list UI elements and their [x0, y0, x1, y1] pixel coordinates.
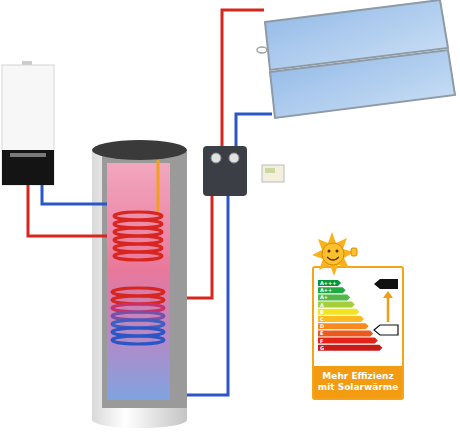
tank-interior	[107, 163, 170, 400]
pipe	[187, 196, 228, 395]
gauge	[211, 153, 221, 163]
collector-sensor	[257, 47, 267, 53]
efficiency-bar	[318, 316, 364, 322]
solar-collector	[270, 50, 455, 118]
efficiency-bar	[318, 323, 369, 329]
sun-face	[322, 243, 344, 265]
boiler-panel	[2, 150, 54, 185]
pump-station	[203, 146, 247, 196]
solar-controller	[262, 165, 284, 182]
gauge	[229, 153, 239, 163]
efficiency-class: F	[320, 338, 323, 344]
efficiency-bar	[318, 287, 346, 293]
tank-insulation	[102, 152, 187, 408]
efficiency-class: A+	[320, 294, 328, 300]
efficiency-class: A+++	[320, 280, 336, 286]
sun-eye	[336, 250, 339, 253]
pipes	[28, 10, 272, 395]
hot-water-pipe	[157, 160, 160, 214]
rating-arrow	[374, 279, 398, 289]
tank-shell	[92, 150, 187, 420]
boiler-display	[10, 153, 46, 157]
efficiency-class: E	[320, 330, 323, 336]
lower-coil	[112, 288, 164, 344]
efficiency-bar	[318, 309, 359, 315]
tank-bottom	[92, 412, 187, 428]
boiler-body	[2, 65, 54, 185]
efficiency-bar	[318, 345, 382, 351]
efficiency-class: A++	[320, 287, 332, 293]
sun-eye	[328, 250, 331, 253]
sun-thumb	[351, 248, 357, 256]
label-slogan: Mehr Effizienz mit Solarwärme	[314, 366, 402, 398]
pipe	[42, 185, 107, 204]
efficiency-class: D	[320, 323, 324, 329]
energy-label: Mehr Effizienz mit Solarwärme	[312, 266, 404, 400]
efficiency-class: C	[320, 316, 324, 322]
tank-lid	[92, 140, 187, 160]
coil-turn	[114, 252, 162, 260]
efficiency-bar	[318, 294, 350, 300]
efficiency-class: B	[320, 309, 324, 315]
pipe	[222, 10, 264, 146]
efficiency-bar	[318, 280, 341, 286]
pipe	[187, 196, 212, 298]
efficiency-bar	[318, 338, 378, 344]
efficiency-bar	[318, 302, 355, 308]
controller-display	[265, 168, 275, 173]
improvement-arrow-head	[383, 291, 393, 298]
coil-turn	[112, 336, 164, 344]
efficiency-class: G	[320, 345, 324, 351]
pipe	[236, 114, 272, 146]
efficiency-bar	[318, 330, 373, 336]
pipe	[28, 185, 107, 236]
efficiency-class: A	[320, 302, 324, 308]
sun-smile	[327, 257, 339, 260]
improvement-arrow	[387, 296, 390, 322]
sun-rays	[312, 232, 354, 276]
rating-arrow-outline	[374, 325, 398, 335]
upper-coil	[114, 212, 162, 260]
